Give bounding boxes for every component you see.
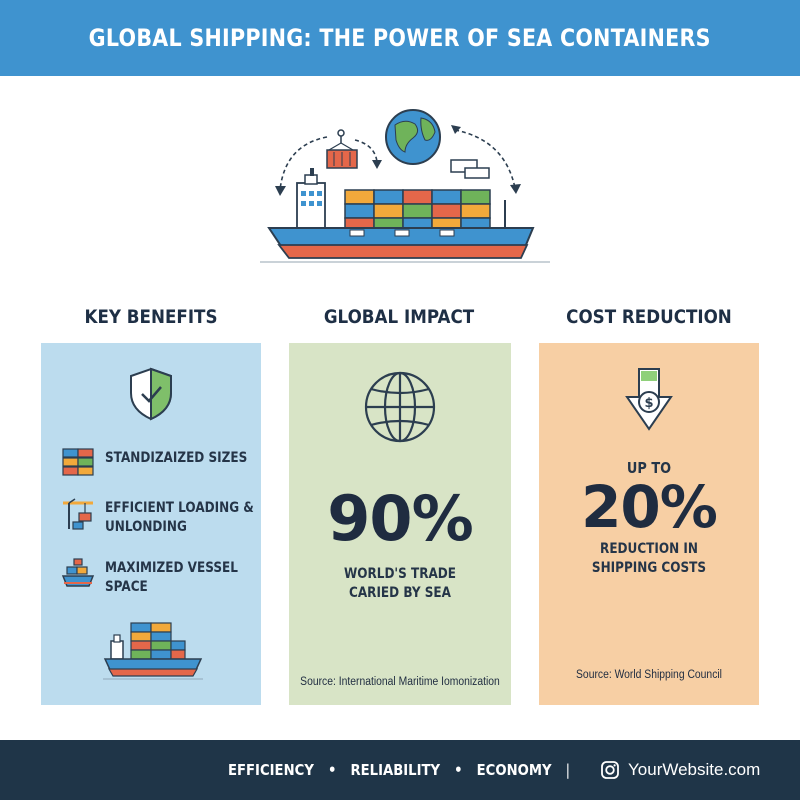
- website-link[interactable]: YourWebsite.com: [600, 740, 760, 800]
- impact-label: WORLD'S TRADE CARIED BY SEA: [343, 566, 457, 601]
- website-label[interactable]: YourWebsite.com: [628, 760, 761, 779]
- cost-label: REDUCTION IN SHIPPING COSTS: [591, 541, 707, 576]
- container-ship-icon: [103, 622, 203, 680]
- impact-panel: 90% WORLD'S TRADE CARIED BY SEA Source: …: [289, 343, 511, 705]
- benefits-title: KEY BENEFITS: [84, 306, 218, 328]
- instagram-icon: [601, 761, 619, 779]
- cost-panel: $ UP TO 20% REDUCTION IN SHIPPING COSTS …: [539, 343, 759, 705]
- dollar-down-arrow-icon: $: [625, 368, 673, 431]
- cost-title: COST REDUCTION: [566, 306, 732, 328]
- page-title: GLOBAL SHIPPING: THE POWER OF SEA CONTAI…: [88, 24, 712, 52]
- benefit-text: STANDIZAIZED SIZES: [105, 450, 248, 466]
- footer-tag: RELIABILITY: [350, 761, 441, 779]
- footer-tag: ECONOMY: [476, 761, 552, 779]
- footer-tags: EFFICIENCY • RELIABILITY • ECONOMY |: [228, 740, 570, 800]
- header-bar: GLOBAL SHIPPING: THE POWER OF SEA CONTAI…: [0, 0, 800, 76]
- impact-source: Source: International Maritime Iomonizat…: [300, 676, 500, 688]
- container-stack-icon: [62, 448, 94, 476]
- footer-separator: •: [327, 761, 337, 779]
- impact-value: 90%: [327, 482, 473, 555]
- cost-value: 20%: [581, 473, 718, 541]
- cost-source: Source: World Shipping Council: [576, 669, 722, 681]
- footer-divider: |: [565, 761, 571, 779]
- benefit-text: EFFICIENT LOADING & UNLONDING: [105, 500, 254, 535]
- footer-bar: EFFICIENCY • RELIABILITY • ECONOMY | You…: [0, 740, 800, 800]
- footer-separator: •: [454, 761, 463, 779]
- benefit-text: MAXIMIZED VESSEL SPACE: [105, 560, 238, 595]
- impact-title: GLOBAL IMPACT: [323, 306, 475, 328]
- globe-icon: [364, 371, 436, 443]
- svg-text:$: $: [644, 396, 653, 411]
- container-ship-with-globe-illustration: [260, 109, 550, 263]
- benefits-panel: STANDIZAIZED SIZES EFFICIENT LOADING & U…: [41, 343, 261, 705]
- footer-tag: EFFICIENCY: [228, 761, 314, 779]
- cost-prefix: UP TO: [626, 459, 672, 477]
- shield-check-icon: [130, 367, 172, 421]
- crane-icon: [63, 498, 93, 530]
- ship-icon: [61, 558, 95, 587]
